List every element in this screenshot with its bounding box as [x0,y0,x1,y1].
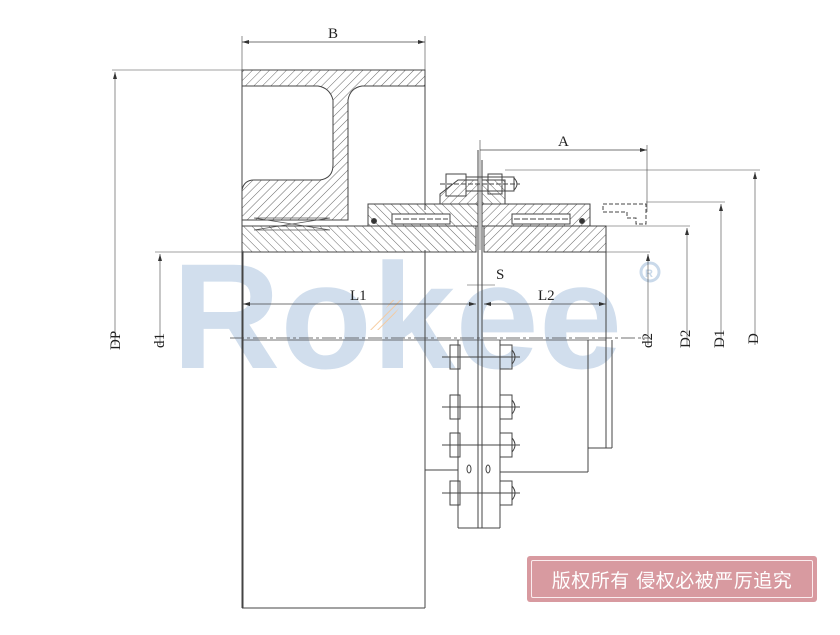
watermark-accent [370,300,405,330]
dim-label-d2-small: d2 [640,333,656,348]
dim-label-l1: L1 [350,288,367,304]
flange-bolts-lower [442,344,520,506]
dim-label-d1-small: d1 [152,333,168,348]
hub-section [241,225,607,253]
copyright-text: 版权所有 侵权必被严厉追究 [551,569,793,592]
outer-sleeve-section [367,179,591,227]
cover-dashed-outline [602,203,647,225]
watermark-text: Rokee [172,232,622,400]
copyright-badge: 版权所有 侵权必被严厉追究 [527,556,817,602]
dim-label-s: S [496,267,504,283]
dim-label-d1-large: D1 [712,330,728,348]
dim-label-dp: DP [108,331,124,350]
dim-label-l2: L2 [538,288,555,304]
dim-label-d: D [746,333,762,344]
dimension-arrows [113,40,757,306]
copyright-border [531,560,813,598]
svg-text:R: R [645,268,653,280]
dim-label-d2-large: D2 [678,330,694,348]
watermark-logo: Rokee R [172,232,661,400]
dim-label-b: B [328,26,338,42]
dim-label-a: A [558,134,569,150]
registered-mark-icon [639,261,661,283]
